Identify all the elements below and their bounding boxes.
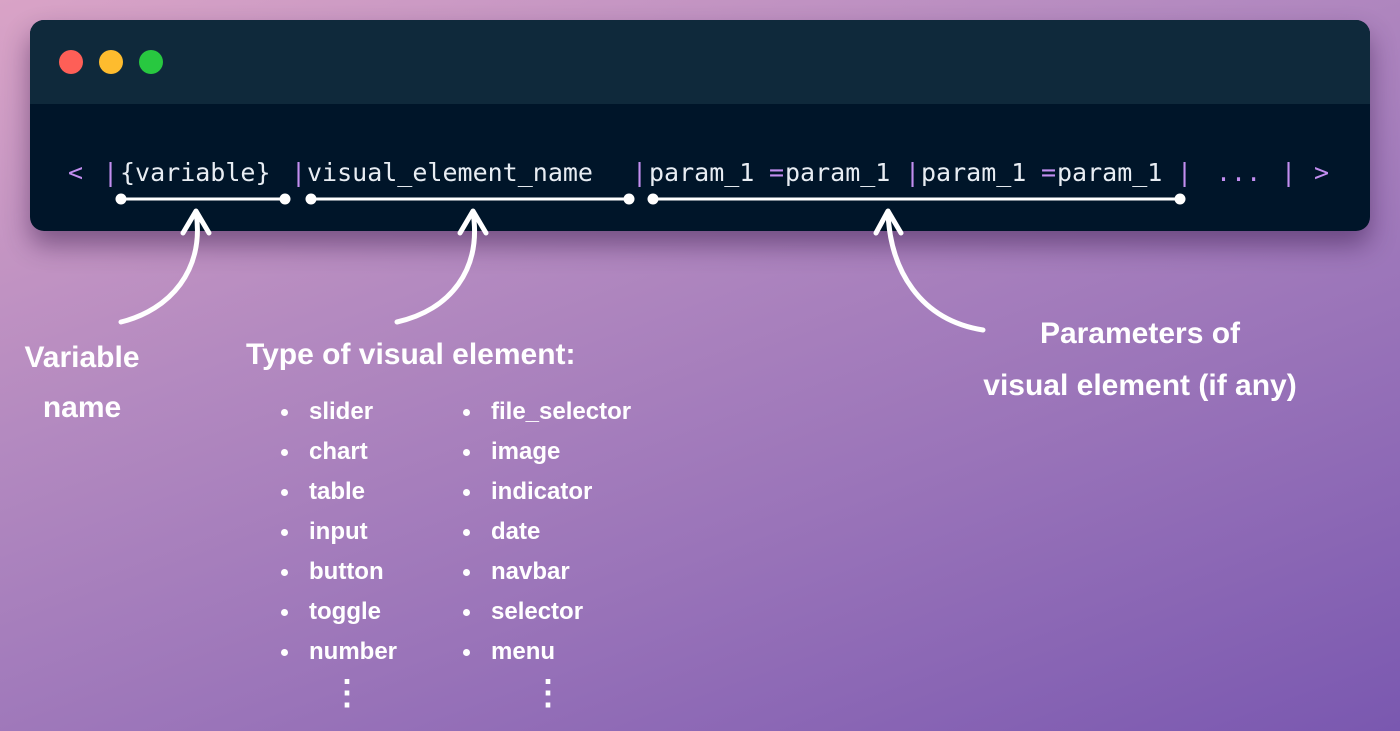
more-items-indicator: ⋮ [531, 674, 565, 712]
minimize-window-button[interactable] [99, 50, 123, 74]
param-key-token: param_1 [649, 158, 755, 187]
list-item: slider [281, 392, 397, 432]
maximize-window-button[interactable] [139, 50, 163, 74]
list-item: number [281, 632, 397, 672]
syntax-line: < | {variable} | visual_element_name | p… [0, 0, 1400, 260]
element-types-column-1: slider chart table input button toggle n… [281, 392, 397, 672]
variable-label-line: Variable [24, 341, 140, 374]
list-item: date [463, 512, 631, 552]
list-item: input [281, 512, 397, 552]
element-name-token: visual_element_name [307, 158, 593, 187]
ellipsis: ... [1216, 158, 1262, 187]
equals-sign: = [769, 158, 785, 187]
element-type-title: Type of visual element: [246, 338, 576, 371]
parameters-label-line: Parameters of [1039, 317, 1241, 350]
variable-underline [115, 193, 291, 205]
parameters-arrow [873, 208, 986, 333]
param-value-token: param_1 [785, 158, 891, 187]
open-bracket: < [68, 158, 84, 187]
code-window [30, 20, 1370, 231]
element-types-column-2: file_selector image indicator date navba… [463, 392, 631, 672]
list-item: toggle [281, 592, 397, 632]
list-item: selector [463, 592, 631, 632]
list-item: chart [281, 432, 397, 472]
variable-arrow [118, 208, 212, 325]
separator: | [291, 158, 307, 187]
list-item: image [463, 432, 631, 472]
equals-sign: = [1041, 158, 1057, 187]
list-item: button [281, 552, 397, 592]
window-titlebar [30, 20, 1370, 104]
list-item: file_selector [463, 392, 631, 432]
parameters-label-line: visual element (if any) [983, 369, 1297, 402]
separator: | [632, 158, 648, 187]
element-type-arrow [394, 208, 489, 325]
element-name-underline [305, 193, 635, 205]
separator: | [1177, 158, 1193, 187]
param-key-token: param_1 [921, 158, 1027, 187]
list-item: table [281, 472, 397, 512]
variable-label-line: name [42, 391, 122, 424]
close-window-button[interactable] [59, 50, 83, 74]
underline-brackets [115, 193, 1186, 205]
parameters-underline [647, 193, 1186, 205]
list-item: indicator [463, 472, 631, 512]
variable-token: {variable} [120, 158, 271, 187]
list-item: menu [463, 632, 631, 672]
separator: | [905, 158, 921, 187]
parameters-label: Parameters of visual element (if any) [940, 308, 1340, 412]
separator: | [103, 158, 119, 187]
param-value-token: param_1 [1057, 158, 1163, 187]
more-items-indicator: ⋮ [330, 674, 364, 712]
separator: | [1281, 158, 1297, 187]
close-bracket: > [1314, 158, 1330, 187]
list-item: navbar [463, 552, 631, 592]
variable-name-label: Variable name [12, 333, 152, 433]
